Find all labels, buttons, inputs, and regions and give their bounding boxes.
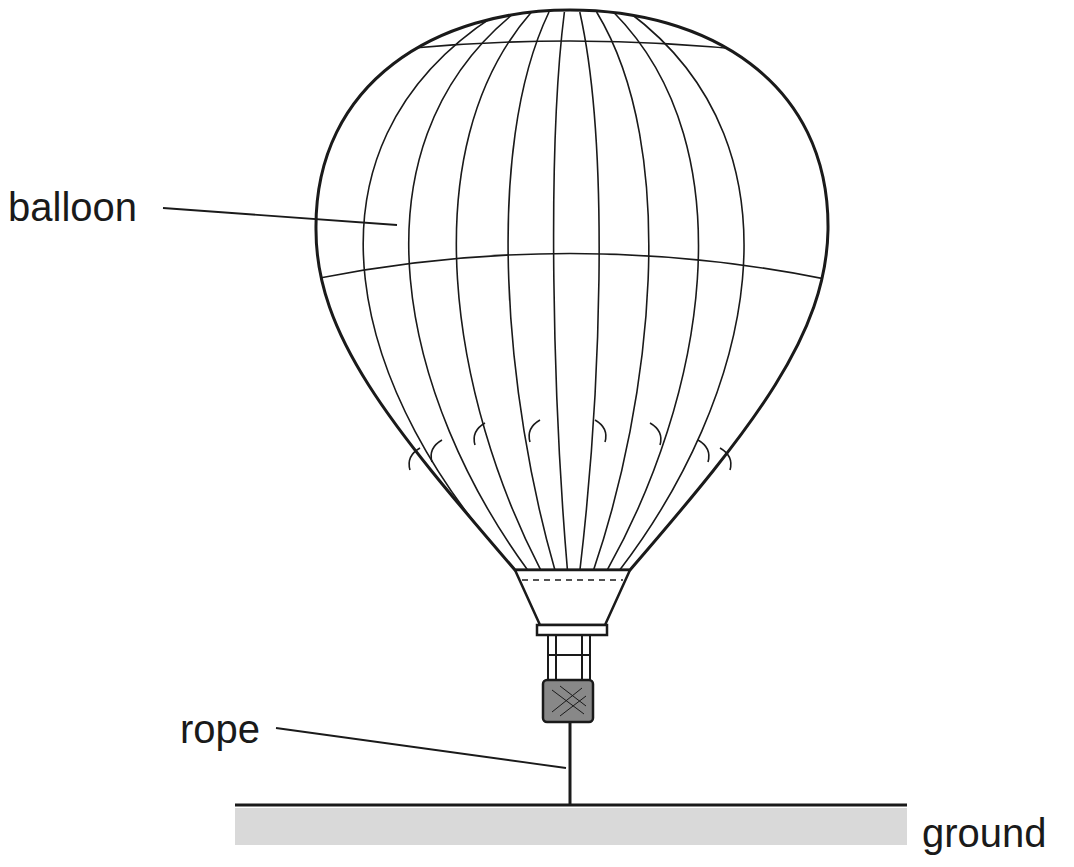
gore-line <box>409 12 529 572</box>
gore-line <box>508 12 555 572</box>
gore-line <box>456 12 541 572</box>
leader-line <box>276 728 566 768</box>
gore-line <box>580 12 599 572</box>
balloon-flaps <box>409 420 731 470</box>
basket <box>543 680 593 722</box>
part-label: ground <box>922 813 1047 853</box>
burner-ring <box>537 625 607 635</box>
gore-line <box>593 12 649 572</box>
part-label: rope <box>180 709 260 749</box>
basket-frame <box>548 635 590 680</box>
part-label: balloon <box>8 187 137 227</box>
skirt-seam <box>522 579 623 581</box>
basket-weave <box>552 686 586 716</box>
balloon-envelope <box>316 10 828 570</box>
balloon-skirt <box>515 570 630 625</box>
ground-band <box>235 808 907 845</box>
balloon-gores <box>300 12 840 572</box>
gore-line <box>618 12 744 572</box>
gore-line <box>363 12 517 572</box>
leader-line <box>163 208 397 225</box>
gore-line <box>606 12 698 572</box>
rope <box>569 722 572 805</box>
gore-line <box>554 12 568 572</box>
